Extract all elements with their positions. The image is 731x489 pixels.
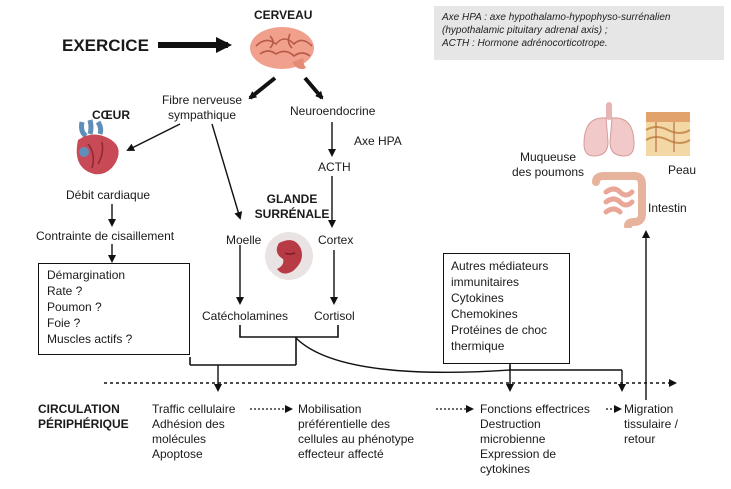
cortex-label: Cortex (318, 233, 354, 247)
effector-functions-line: Expression de (480, 447, 557, 461)
sympathetic-fibre-line-1: Fibre nerveuse (161, 93, 243, 107)
mobilisation-line: effecteur affecté (298, 447, 384, 461)
tissue-migration-line: tissulaire / (624, 417, 679, 431)
adrenal-gland-line-2: SURRÉNALE (254, 207, 330, 221)
mediator-item: Autres médiateurs (451, 259, 549, 273)
cell-traffic-line: Apoptose (152, 447, 203, 461)
peripheral-circulation-line-2: PÉRIPHÉRIQUE (38, 417, 129, 431)
effector-functions-column: Fonctions effectrices Destruction microb… (480, 402, 590, 477)
mediator-item: Chemokines (451, 307, 518, 321)
tissue-migration-line: retour (624, 432, 656, 446)
mobilisation-column: Mobilisation préférentielle des cellules… (298, 402, 414, 462)
effector-functions-line: cytokines (480, 462, 531, 476)
margination-item: Poumon ? (47, 300, 102, 314)
legend-line-1: Axe HPA : axe hypothalamo-hypophyso-surr… (442, 12, 671, 23)
margination-item: Muscles actifs ? (47, 332, 133, 346)
neuroendocrine-label: Neuroendocrine (290, 104, 376, 118)
margination-item: Démargination (47, 268, 126, 282)
brain-icon (250, 27, 314, 70)
cell-traffic-line: molécules (152, 432, 207, 446)
sympathetic-fibre-label: Fibre nerveuse sympathique (152, 93, 252, 123)
brain-label: CERVEAU (254, 8, 313, 22)
brain-to-fibre-arrow (248, 76, 277, 100)
exercise-label: EXERCICE (62, 36, 149, 55)
acth-label: ACTH (318, 160, 351, 174)
mobilisation-line: Mobilisation (298, 402, 362, 416)
skin-icon (645, 112, 691, 156)
mediator-item: thermique (451, 339, 505, 353)
margination-item: Rate ? (47, 284, 83, 298)
lung-mucosa-line-1: Muqueuse (519, 150, 577, 164)
lung-mucosa-label: Muqueuse des poumons (512, 150, 584, 180)
heart-icon (76, 119, 119, 175)
skin-label: Peau (668, 163, 697, 177)
peripheral-circulation-line-1: CIRCULATION (38, 402, 120, 416)
catecholamines-label: Catécholamines (202, 309, 289, 323)
adrenal-gland-label: GLANDE SURRÉNALE (247, 192, 337, 222)
heart-label: CŒUR (92, 108, 130, 122)
hpa-axis-label: Axe HPA (354, 134, 402, 148)
tissue-migration-column: Migration tissulaire / retour (624, 402, 678, 447)
cell-traffic-column: Traffic cellulaire Adhésion des molécule… (152, 402, 235, 462)
immune-mediators-box: Autres médiateurs immunitaires Cytokines… (443, 253, 570, 364)
legend-line-3: ACTH : Hormone adrénocorticotrope. (442, 38, 608, 49)
peripheral-circulation-label: CIRCULATION PÉRIPHÉRIQUE (38, 402, 129, 432)
cell-traffic-line: Traffic cellulaire (152, 402, 236, 416)
legend-line-2: (hypothalamic pituitary adrenal axis) ; (442, 25, 608, 36)
brain-to-neuroendocrine-arrow (303, 76, 324, 100)
mediator-item: Protéines de choc (451, 323, 548, 337)
margination-box: Démargination Rate ? Poumon ? Foie ? Mus… (38, 263, 190, 355)
cardiac-output-label: Débit cardiaque (66, 188, 151, 202)
effector-functions-line: microbienne (480, 432, 546, 446)
sympathetic-fibre-line-2: sympathique (167, 108, 237, 122)
mediator-item: immunitaires (451, 275, 520, 289)
cortisol-label: Cortisol (314, 309, 355, 323)
lungs-icon (583, 102, 635, 157)
margination-item: Foie ? (47, 316, 81, 330)
mobilisation-line: cellules au phénotype (298, 432, 415, 446)
mobilisation-line: préférentielle des (298, 417, 391, 431)
cell-traffic-line: Adhésion des (152, 417, 225, 431)
adrenal-gland-line-1: GLANDE (266, 192, 318, 206)
kidney-icon (265, 232, 313, 280)
effector-functions-line: Fonctions effectrices (480, 402, 590, 416)
tissue-migration-line: Migration (624, 402, 674, 416)
intestine-label: Intestin (648, 201, 687, 215)
lung-mucosa-line-2: des poumons (512, 165, 585, 179)
mediator-item: Cytokines (451, 291, 504, 305)
legend-box: Axe HPA : axe hypothalamo-hypophyso-surr… (434, 6, 724, 60)
medulla-label: Moelle (226, 233, 262, 247)
effector-functions-line: Destruction (480, 417, 541, 431)
shear-stress-label: Contrainte de cisaillement (36, 229, 175, 243)
intestine-icon (592, 172, 646, 228)
